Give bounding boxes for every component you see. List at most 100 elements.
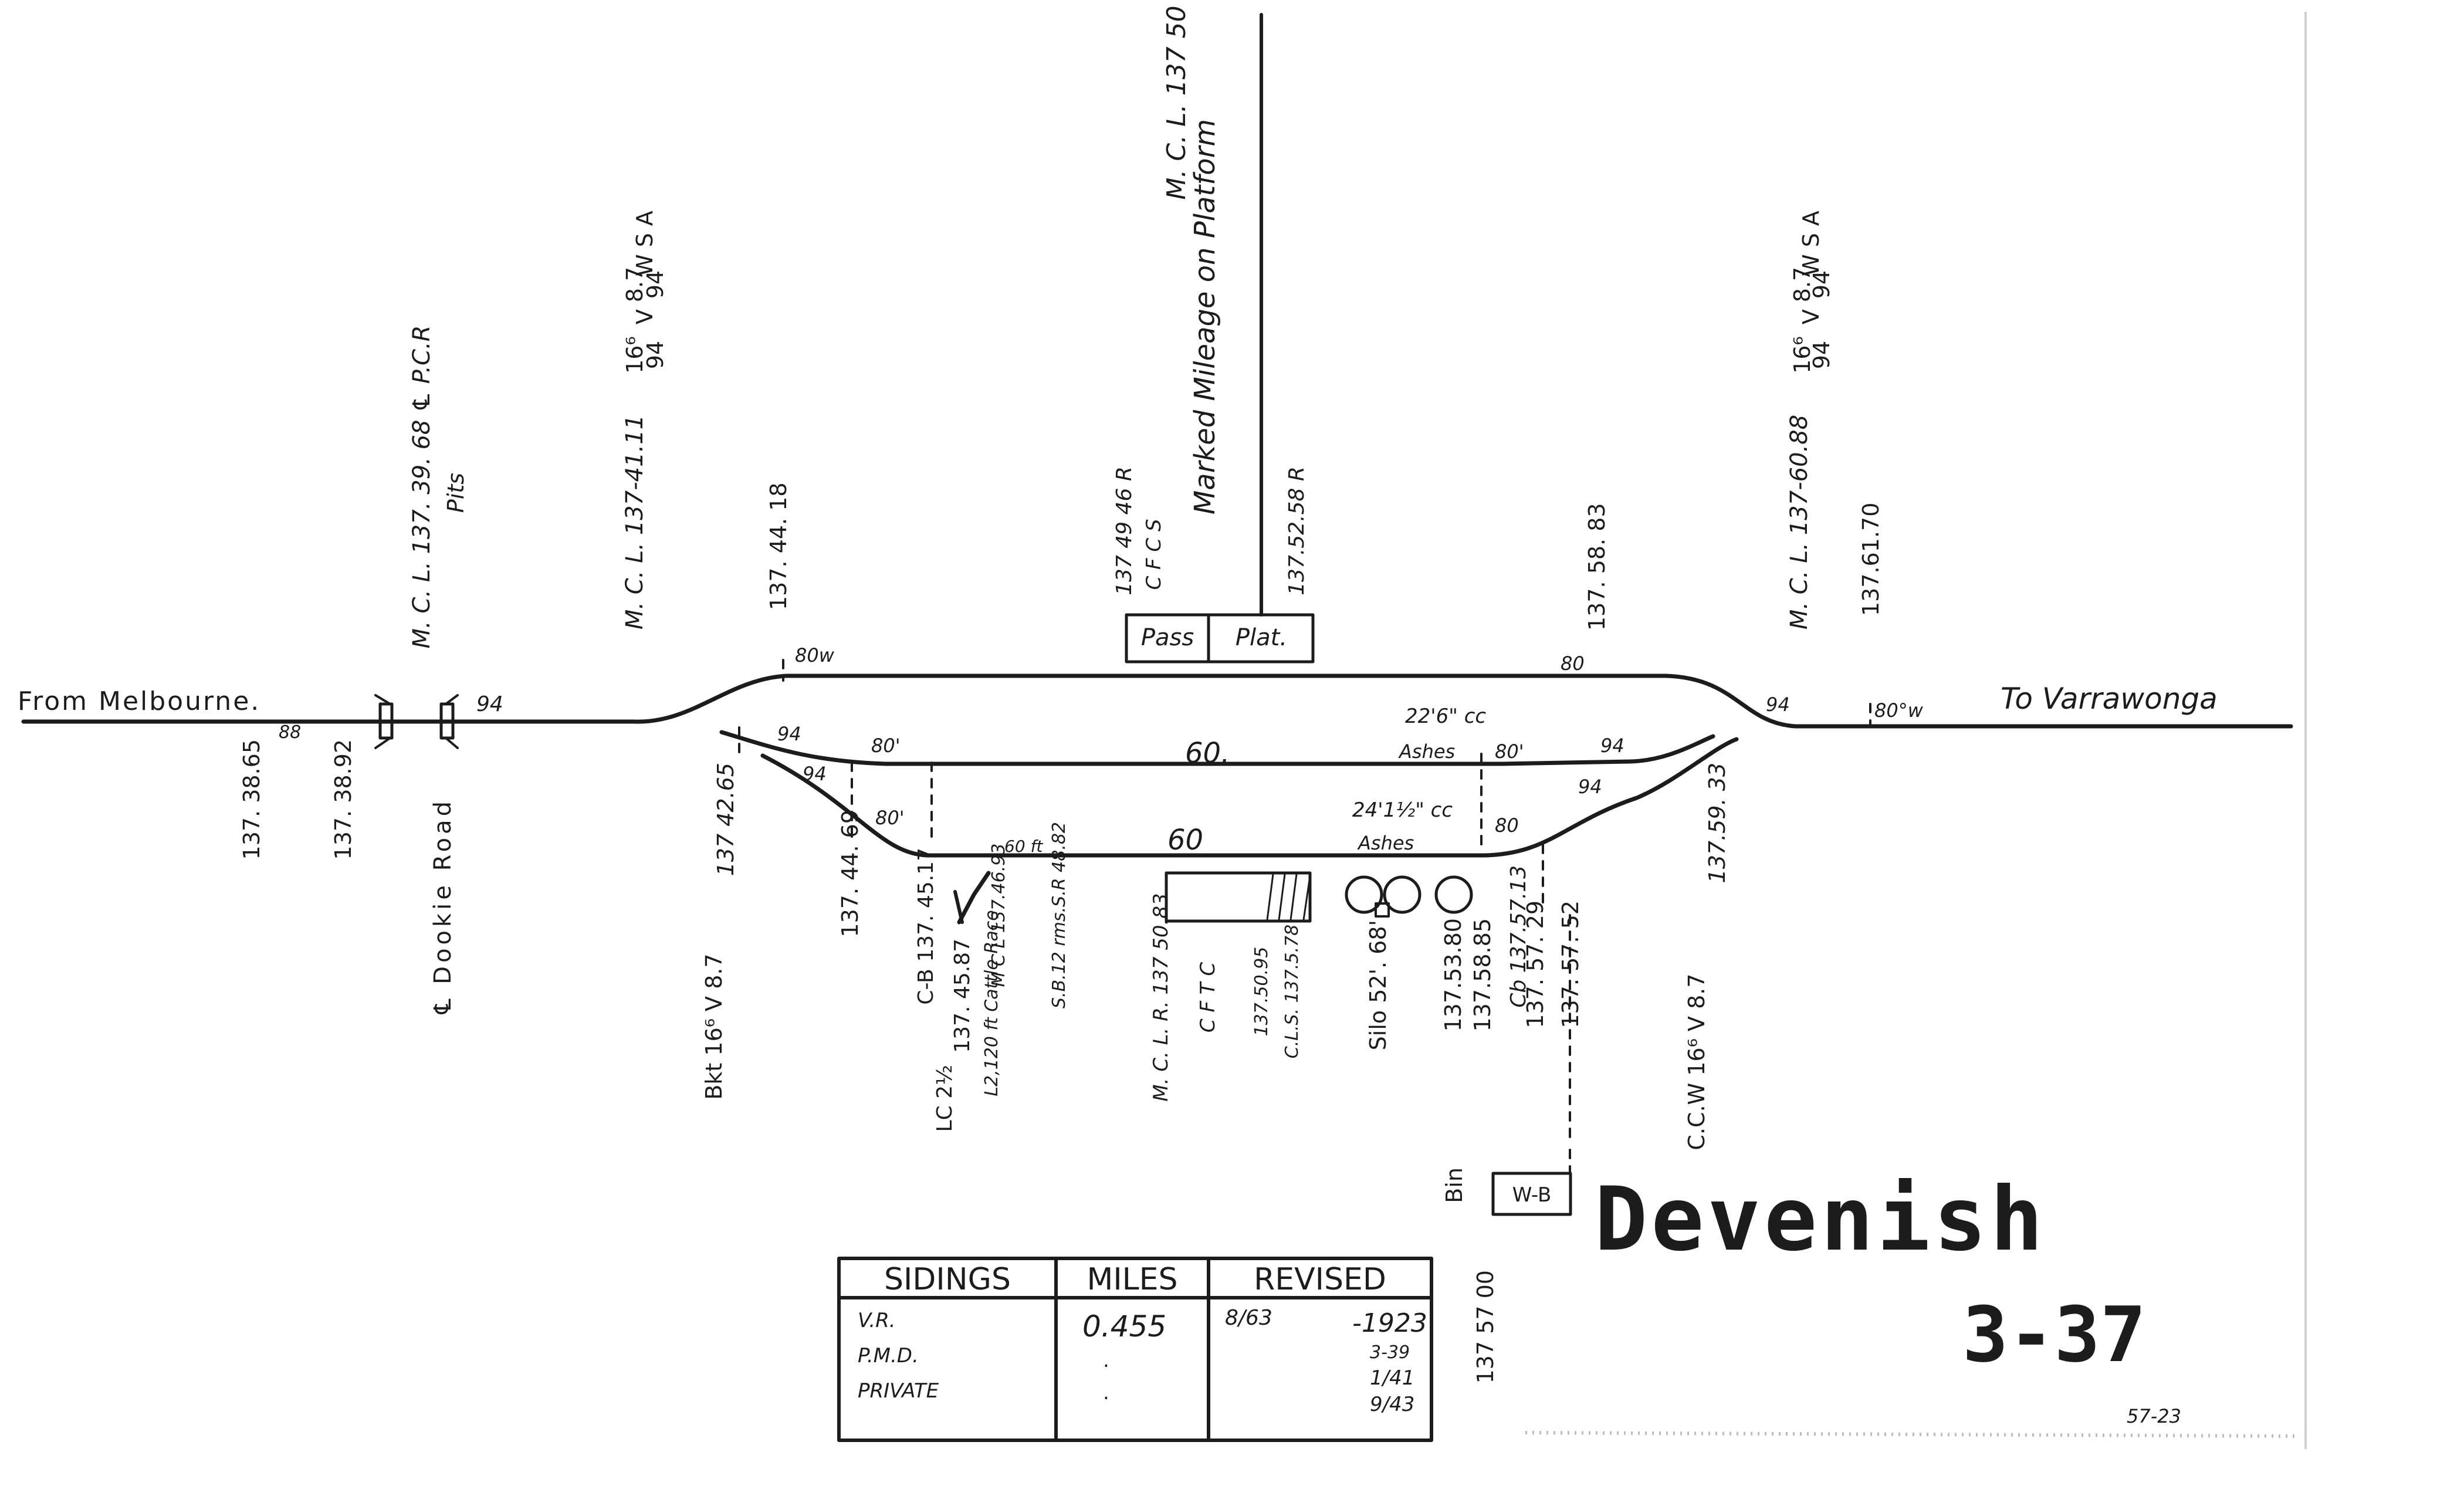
marked-mileage-label: Marked Mileage on Platform: [1189, 119, 1221, 515]
mileage-4: 137. 44. 69: [837, 810, 863, 937]
cfcs-label: C F C S: [1142, 519, 1166, 590]
table-header-revised: REVISED: [1254, 1262, 1386, 1297]
mileage-2: 137. 38.92: [330, 739, 356, 859]
mileage-9: 137.50.95: [1251, 947, 1272, 1037]
mileage-8: S.B.12 rms.S.R 48.82: [1049, 822, 1069, 1008]
len-80-d: 80: [1561, 652, 1585, 675]
len-80-e: 80: [1495, 814, 1519, 837]
silo-circle-3: [1434, 875, 1473, 914]
station-title: Devenish: [1595, 1169, 2046, 1271]
mileage-20: 137.61.70: [1858, 503, 1884, 616]
ccw-grade-num-b: 8.7: [1684, 973, 1710, 1008]
bkt-label: Bkt: [701, 1063, 727, 1100]
bkt-grade-num: 16⁶: [701, 1018, 727, 1056]
mileage-11: 137.58.85: [1470, 918, 1495, 1031]
len-94-b: 94: [777, 723, 801, 745]
mileage-10: 137.53.80: [1440, 918, 1466, 1031]
ashes-1: Ashes: [1398, 740, 1455, 763]
row-rev-a-vr: 8/63: [1225, 1306, 1272, 1330]
weighbridge-label: W-B: [1512, 1183, 1552, 1207]
len-80-c: 80': [875, 807, 905, 829]
silo-label: Silo 52'. 68': [1365, 920, 1391, 1050]
len-94-a: 94: [1766, 693, 1790, 716]
loop-track: [631, 673, 1798, 729]
len-60-spur: 60 ft: [1004, 837, 1043, 856]
row-siding-pmd: P.M.D.: [858, 1344, 919, 1368]
row-siding-private: PRIVATE: [858, 1379, 939, 1403]
grade-east-den: 94: [1809, 341, 1835, 369]
mileage-14: 137.59. 33: [1704, 763, 1730, 883]
pits-label: Pits: [443, 473, 469, 513]
ccw-grade-num: 16⁶: [1684, 1038, 1710, 1076]
row-miles-pmd: .: [1103, 1349, 1109, 1372]
len-94-e: 94: [1578, 776, 1602, 798]
bkt-grade-v: V: [701, 996, 727, 1011]
grade-east-num: 16⁶: [1789, 336, 1815, 374]
platform-box: [1125, 613, 1315, 664]
lc-label: LC 2½: [933, 1065, 957, 1132]
len-60-b: 60: [1167, 824, 1203, 857]
siding-road-1: [719, 730, 1715, 766]
from-direction: From Melbourne.: [18, 686, 260, 716]
cls-label: C.L.S. 137.5.78: [1282, 925, 1302, 1058]
bkt-grade-num-b: 8.7: [701, 953, 727, 989]
wsa-west: W S A: [632, 211, 658, 276]
grade-west-num-b: 8.7: [622, 267, 648, 302]
mileage-6: 137. 45.87: [950, 939, 974, 1053]
mileage-19: 137. 58. 83: [1584, 503, 1610, 631]
row-rev-b-1: -1923: [1352, 1308, 1427, 1338]
grade-east-num-b: 8.7: [1789, 267, 1815, 302]
mileage-17: 137 49 46 R: [1112, 466, 1136, 595]
pass-label: Pass: [1141, 624, 1194, 651]
silos: [1345, 875, 1473, 918]
dashed-markers: [738, 659, 1871, 1175]
grade-east-v: V: [1798, 309, 1824, 324]
ccw-grade: C.C.W 16⁶ V 8.7: [1684, 973, 1710, 1150]
race-spur: [957, 871, 991, 925]
race-spur-2: [953, 890, 964, 924]
goods-shed-box: [1165, 871, 1312, 923]
mileage-21: M. C. L. R. 137 50.83: [1149, 893, 1173, 1101]
siding-road-2: [760, 737, 1739, 858]
pcr-label: M. C. L. 137. 39. 68 ℄ P.C.R: [408, 325, 435, 648]
plat-label: Plat.: [1236, 624, 1287, 651]
mileage-12: 137. 57. 29: [1522, 901, 1548, 1028]
sheet-ref: 57-23: [2127, 1405, 2181, 1427]
row-rev-b-2: 3-39: [1370, 1342, 1410, 1363]
wsa-east: W S A: [1798, 211, 1824, 276]
grade-east-den-b: 94: [1809, 270, 1835, 299]
crossing-gate-west: [378, 702, 394, 740]
ccw-grade-v: V: [1684, 1016, 1710, 1031]
mileage-13: 137. 57. 52: [1558, 901, 1583, 1028]
len-94-c: 94: [1600, 735, 1624, 757]
weighbridge-box: [1491, 1172, 1572, 1216]
len-94-d: 94: [803, 763, 827, 785]
mcl-platform-label: M. C. L. 137 50 96: [1162, 0, 1192, 200]
mileage-16: 137. 44. 18: [766, 482, 791, 610]
table-header-sidings: SIDINGS: [884, 1262, 1011, 1297]
level-crossing: [374, 694, 459, 749]
cc-upper: 22'6" cc: [1405, 705, 1486, 728]
row-rev-b-4: 9/43: [1370, 1393, 1414, 1416]
row-miles-private: .: [1103, 1381, 1109, 1404]
mcl-east-label: M. C. L. 137-60.88: [1786, 415, 1813, 629]
rotated-labels: 137. 38.65 137. 38.92 ℄ Dookie Road M. C…: [239, 0, 1884, 1383]
row-miles-vr: 0.455: [1082, 1309, 1166, 1343]
mileage-15: 137 57 00: [1473, 1270, 1498, 1383]
ashes-2: Ashes: [1357, 832, 1414, 854]
to-direction: To Varrawonga: [2001, 682, 2218, 716]
main-len-94: 94: [476, 692, 503, 716]
len-88: 88: [279, 722, 301, 743]
sidings-table: SIDINGS MILES REVISED V.R. P.M.D. PRIVAT…: [837, 1257, 1433, 1442]
len-80-a: 80': [871, 735, 901, 757]
len-80w-a: 80w: [795, 644, 835, 666]
table-header-miles: MILES: [1087, 1262, 1177, 1297]
table-frame: [837, 1257, 1433, 1442]
mileage-1: 137. 38.65: [239, 739, 265, 859]
goods-shed: [1165, 871, 1312, 923]
grade-west-num: 16⁶: [622, 336, 648, 374]
mileage-23: Cb 137.57.13: [1507, 865, 1531, 1008]
track-labels: 94 88 80w 80 94 80°w 94 80' 60. 22'6" cc…: [279, 644, 1924, 857]
